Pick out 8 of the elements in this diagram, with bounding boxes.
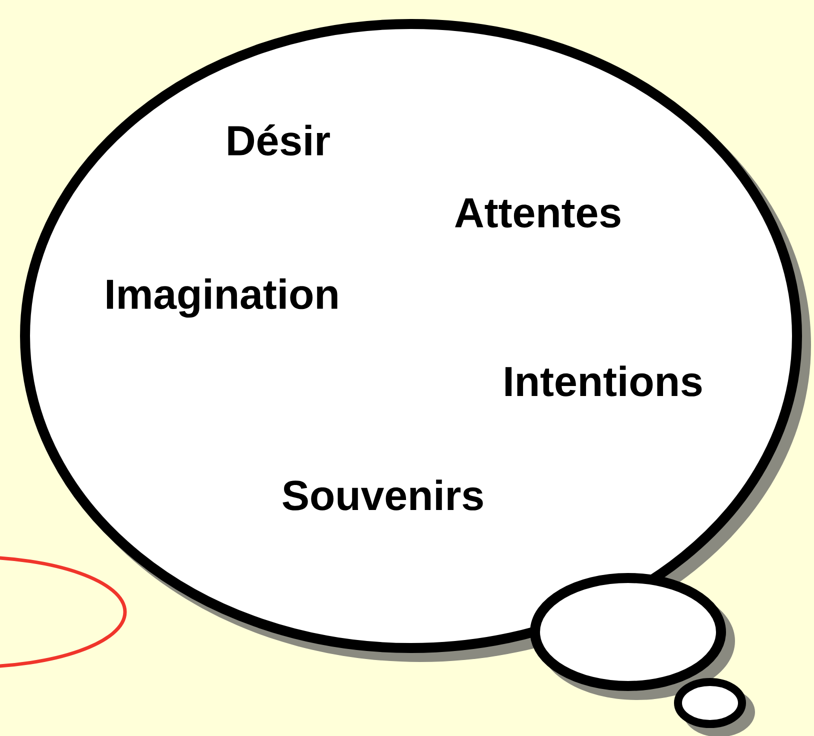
bubble-word: Intentions bbox=[505, 366, 702, 396]
bubble-word: Désir bbox=[228, 124, 330, 156]
thought-bubble bbox=[530, 573, 735, 700]
bubble-word: Attentes bbox=[455, 198, 620, 228]
bubble-word: Imagination bbox=[106, 278, 338, 318]
thought-bubble bbox=[674, 678, 755, 736]
thought-bubble bbox=[20, 19, 811, 662]
bubble-word: Souvenirs bbox=[282, 480, 483, 510]
